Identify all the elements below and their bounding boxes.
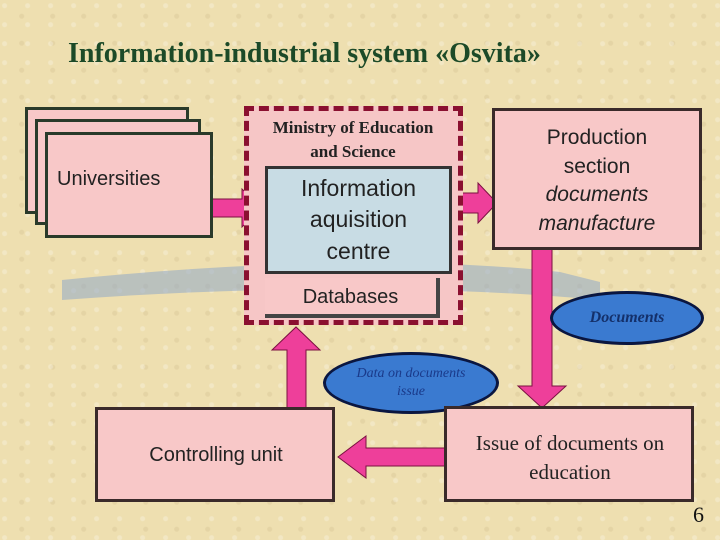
arrow-control-to-databases <box>270 326 322 409</box>
ministry-label: Ministry of Education and Science <box>272 118 434 161</box>
page-number: 6 <box>693 502 704 527</box>
universities-label: Universities <box>57 168 161 190</box>
issue-of-documents-box <box>444 406 694 502</box>
databases-box: Databases <box>265 278 440 318</box>
arrow-production-to-issue <box>516 247 568 409</box>
documents-ellipse: Documents <box>550 291 704 345</box>
data-on-documents-issue-ellipse: Data on documents issue <box>323 352 499 414</box>
universities-box <box>45 132 213 238</box>
slide-title: Information-industrial system «Osvita» <box>68 38 541 69</box>
controlling-unit-label: Controlling unit <box>149 444 283 466</box>
production-section-box <box>492 108 702 250</box>
issue-of-documents-label: Issue of documents on education <box>475 431 665 485</box>
information-acquisition-centre: Information aquisition centre <box>265 166 452 274</box>
arrow-issue-to-control <box>337 435 448 479</box>
controlling-unit-box <box>95 407 335 502</box>
production-section-label: Production section documents manufacture <box>538 126 656 235</box>
